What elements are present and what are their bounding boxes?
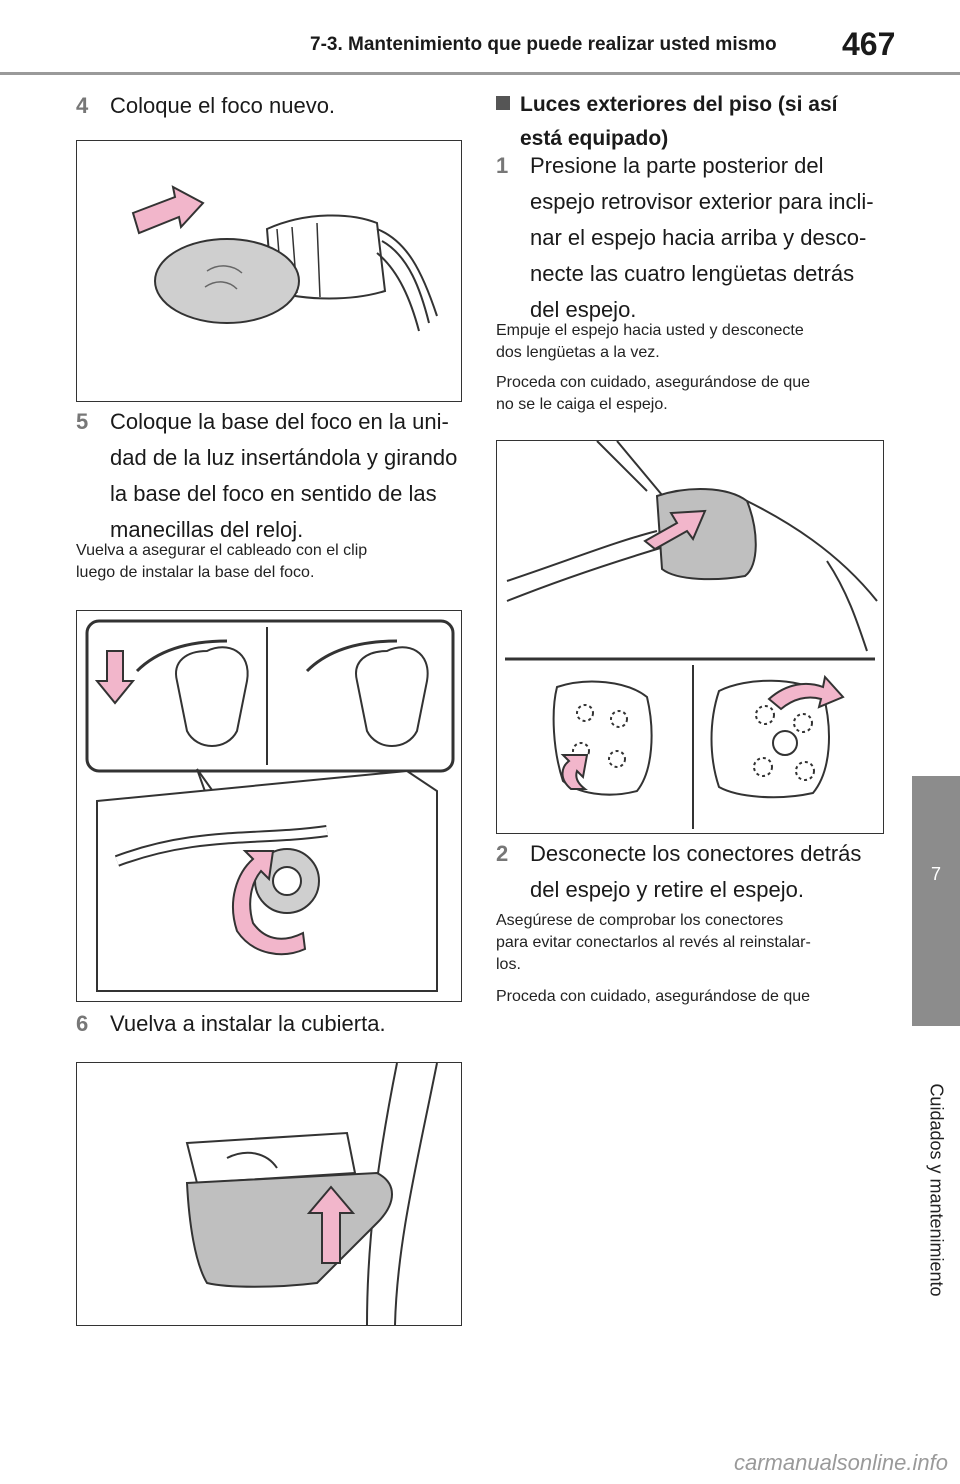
step-text-line: Coloque la base del foco en la uni- — [110, 409, 449, 434]
step-text-line: Presione la parte posterior del — [530, 153, 824, 178]
step-2: 2 Desconecte los conectores detrás del e… — [496, 836, 896, 908]
note-step-5: Vuelva a asegurar el cableado con el cli… — [76, 540, 466, 584]
step-text-line: dad de la luz insertándola y girando — [110, 445, 458, 470]
step-number: 2 — [496, 841, 509, 866]
header-rule — [0, 72, 960, 75]
step-text-line: del espejo. — [530, 297, 637, 322]
section-heading: Luces exteriores del piso (si así está e… — [496, 88, 896, 156]
step-number: 4 — [76, 93, 89, 118]
chapter-tab — [912, 776, 960, 1026]
watermark: carmanualsonline.info — [733, 1450, 948, 1475]
note-line: luego de instalar la base del foco. — [76, 564, 315, 581]
chapter-tab-label: Cuidados y mantenimiento — [926, 1083, 947, 1297]
note-line: los. — [496, 956, 521, 973]
step-number: 6 — [76, 1011, 89, 1036]
page-number: 467 — [842, 26, 896, 62]
cover-illustration — [185, 1063, 438, 1325]
note-line: Empuje el espejo hacia usted y desconect… — [496, 322, 804, 339]
step-text-line: nar el espejo hacia arriba y desco- — [530, 225, 867, 250]
note-step-2b: Proceda con cuidado, asegurándose de que — [496, 986, 896, 1008]
step-text-line: necte las cuatro lengüetas detrás — [530, 261, 855, 286]
chapter-tab-number: 7 — [930, 864, 941, 884]
step-text: Coloque el foco nuevo. — [110, 93, 336, 118]
note-line: Proceda con cuidado, asegurándose de que — [496, 988, 811, 1005]
step-1: 1 Presione la parte posterior del espejo… — [496, 148, 896, 328]
heading-line-2: está equipado) — [520, 127, 669, 150]
note-step-1a: Empuje el espejo hacia usted y desconect… — [496, 320, 896, 364]
step-text: Vuelva a instalar la cubierta. — [110, 1011, 386, 1036]
note-line: Asegúrese de comprobar los conectores — [496, 912, 784, 929]
heading-text: Luces exteriores del piso (si así — [520, 93, 838, 116]
step-number: 5 — [76, 409, 89, 434]
note-line: no se le caiga el espejo. — [496, 396, 668, 413]
note-line: dos lengüetas a la vez. — [496, 344, 660, 361]
note-step-2a: Asegúrese de comprobar los conectores pa… — [496, 910, 896, 976]
step-text-line: Desconecte los conectores detrás — [530, 841, 862, 866]
note-line: para evitar conectarlos al revés al rein… — [496, 934, 811, 951]
step-4: 4 Coloque el foco nuevo. — [76, 88, 466, 124]
figure-bulb-insert — [76, 140, 462, 402]
figure-bulb-base-rotate — [76, 610, 462, 1002]
step-text-line: manecillas del reloj. — [110, 517, 304, 542]
step-text-line: espejo retrovisor exterior para incli- — [530, 189, 874, 214]
figure-mirror-removal — [496, 440, 884, 834]
mirror-illustration — [505, 441, 878, 829]
headlight-housing-illustration — [85, 619, 455, 992]
section-title: 7-3. Mantenimiento que puede realizar us… — [310, 34, 777, 55]
note-step-1b: Proceda con cuidado, asegurándose de que… — [496, 372, 896, 416]
heading-bullet-icon — [496, 96, 510, 110]
bulb-illustration — [131, 185, 438, 332]
figure-cover-install — [76, 1062, 462, 1326]
heading-line-1: Luces exteriores del piso (si así — [496, 88, 896, 122]
step-text-line: la base del foco en sentido de las — [110, 481, 437, 506]
step-5: 5 Coloque la base del foco en la uni- da… — [76, 404, 466, 548]
step-6: 6 Vuelva a instalar la cubierta. — [76, 1006, 466, 1042]
note-line: Vuelva a asegurar el cableado con el cli… — [76, 542, 368, 559]
note-line: Proceda con cuidado, asegurándose de que — [496, 374, 811, 391]
step-number: 1 — [496, 153, 509, 178]
step-text-line: del espejo y retire el espejo. — [530, 877, 804, 902]
